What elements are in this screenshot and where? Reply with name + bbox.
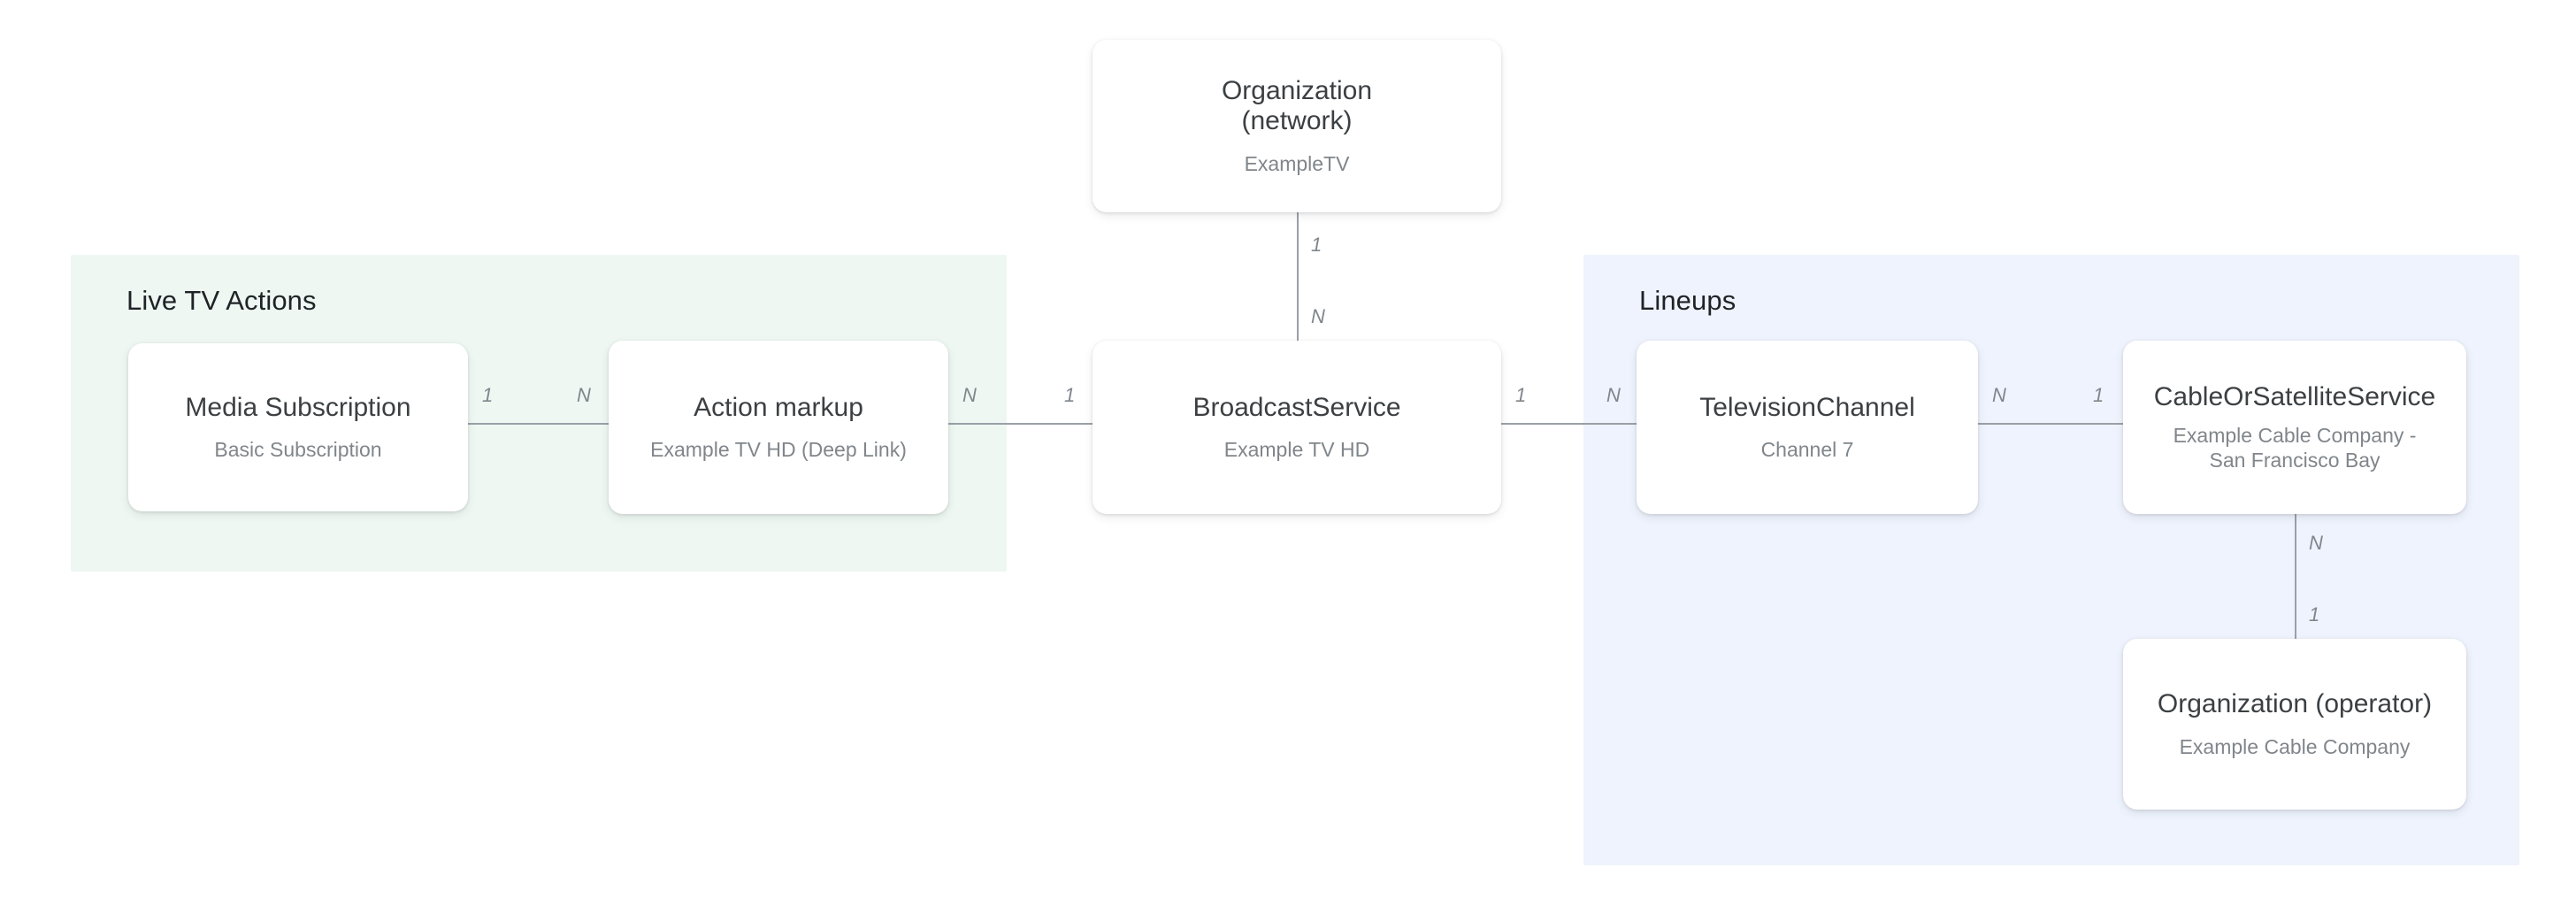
- panel-title-lineups: Lineups: [1639, 285, 1736, 316]
- node-action-markup[interactable]: Action markup Example TV HD (Deep Link): [609, 341, 948, 514]
- edge-cable-or-satellite-service-to-org-operator: [2295, 511, 2296, 639]
- node-subtitle-organization-network: ExampleTV: [1244, 152, 1350, 176]
- node-subtitle-television-channel: Channel 7: [1760, 438, 1854, 462]
- node-organization-network[interactable]: Organization (network) ExampleTV: [1092, 40, 1501, 212]
- node-subtitle-cable-or-satellite-service: Example Cable Company - San Francisco Ba…: [2173, 424, 2417, 472]
- edge-multiplicity-org-network-source: 1: [1311, 234, 1322, 256]
- edge-multiplicity-cable-or-satellite-service-target-left: 1: [2093, 384, 2104, 406]
- panel-title-live-tv-actions: Live TV Actions: [126, 285, 317, 316]
- edge-multiplicity-media-subscription-source: 1: [482, 384, 494, 406]
- node-media-subscription[interactable]: Media Subscription Basic Subscription: [128, 343, 468, 511]
- node-subtitle-media-subscription: Basic Subscription: [214, 438, 382, 462]
- edge-multiplicity-action-markup-target-left: N: [577, 384, 591, 406]
- node-television-channel[interactable]: TelevisionChannel Channel 7: [1637, 341, 1978, 514]
- node-title-cable-or-satellite-service: CableOrSatelliteService: [2153, 381, 2436, 411]
- edge-multiplicity-cable-or-satellite-service-source-bottom: N: [2309, 532, 2323, 554]
- node-organization-operator[interactable]: Organization (operator) Example Cable Co…: [2123, 639, 2466, 810]
- node-subtitle-organization-operator: Example Cable Company: [2179, 734, 2411, 758]
- node-cable-or-satellite-service[interactable]: CableOrSatelliteService Example Cable Co…: [2123, 341, 2466, 514]
- node-subtitle-action-markup: Example TV HD (Deep Link): [650, 438, 907, 462]
- node-subtitle-broadcast-service: Example TV HD: [1223, 438, 1370, 462]
- edge-multiplicity-broadcast-service-target-left: 1: [1064, 384, 1076, 406]
- edge-multiplicity-broadcast-service-target: N: [1311, 305, 1325, 327]
- node-title-organization-operator: Organization (operator): [2157, 689, 2433, 719]
- edge-multiplicity-television-channel-target-left: N: [1606, 384, 1621, 406]
- edge-multiplicity-broadcast-service-source-right: 1: [1515, 384, 1527, 406]
- edge-television-channel-to-cable-or-satellite-service: [1978, 423, 2123, 425]
- edge-multiplicity-action-markup-source-right: N: [962, 384, 977, 406]
- edge-broadcast-service-to-television-channel: [1501, 423, 1637, 425]
- node-title-broadcast-service: BroadcastService: [1192, 392, 1401, 422]
- edge-multiplicity-television-channel-source-right: N: [1992, 384, 2006, 406]
- node-broadcast-service[interactable]: BroadcastService Example TV HD: [1092, 341, 1501, 514]
- edge-media-subscription-to-action-markup: [468, 423, 609, 425]
- edge-multiplicity-org-operator-target-top: 1: [2309, 603, 2320, 626]
- edge-action-markup-to-broadcast-service: [948, 423, 1092, 425]
- node-title-media-subscription: Media Subscription: [185, 392, 411, 422]
- node-title-action-markup: Action markup: [694, 392, 863, 422]
- node-title-television-channel: TelevisionChannel: [1699, 392, 1915, 422]
- edge-org-network-to-broadcast-service: [1297, 212, 1299, 341]
- node-title-organization-network: Organization (network): [1221, 75, 1373, 136]
